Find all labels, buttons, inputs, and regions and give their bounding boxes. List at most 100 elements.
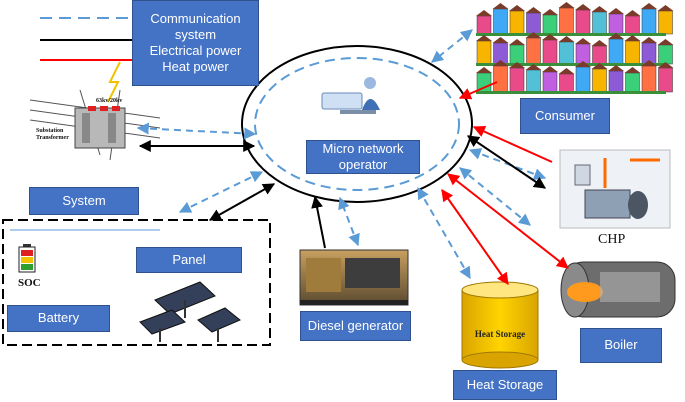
micro-network-ring: [241, 45, 473, 203]
soc-text: SOC: [18, 277, 41, 289]
house-shape: [542, 14, 558, 35]
solar-panels-image: [139, 281, 241, 342]
house-shape: [526, 12, 541, 35]
house-roof: [624, 35, 641, 41]
house-roof: [558, 68, 575, 74]
house-shape: [509, 44, 525, 65]
house-shape: [625, 15, 640, 35]
substation-text: Substation Transformer: [36, 128, 69, 141]
house-shape: [575, 9, 591, 35]
house-shape: [641, 8, 657, 35]
house-shape: [575, 66, 591, 93]
house-shape: [592, 68, 607, 93]
house-roof: [558, 36, 575, 42]
house-roof: [624, 10, 641, 16]
house-shape: [592, 11, 607, 35]
house-roof: [591, 63, 608, 69]
diesel-generator-image: [299, 249, 409, 306]
house-roof: [624, 67, 641, 73]
house-roof: [591, 40, 608, 46]
system-label: System: [29, 187, 139, 215]
house-shape: [658, 67, 673, 93]
house-roof: [509, 5, 525, 11]
panel-label: Panel: [136, 247, 242, 273]
house-shape: [608, 70, 624, 93]
legend-lines: [40, 17, 135, 61]
house-shape: [658, 10, 673, 35]
legend-heat: Heat power: [162, 59, 229, 75]
voltage-text: 63kv/20kv: [96, 98, 123, 104]
house-shape: [526, 37, 541, 65]
house-shape: [493, 8, 508, 35]
house-shape: [542, 71, 558, 93]
storage-group-frame: [2, 219, 271, 346]
house-roof: [509, 62, 525, 68]
house-shape: [509, 67, 525, 93]
house-roof: [509, 39, 525, 45]
house-roof: [492, 3, 509, 9]
house-roof: [492, 37, 509, 43]
diesel-generator-label: Diesel generator: [300, 311, 411, 341]
house-shape: [476, 15, 492, 35]
grass-strip: [476, 91, 666, 94]
house-roof: [608, 65, 624, 71]
house-shape: [559, 7, 574, 35]
grass-strip: [476, 63, 666, 66]
house-roof: [641, 37, 657, 43]
house-roof: [657, 62, 674, 68]
house-roof: [492, 60, 509, 66]
legend-communication: Communication system: [150, 10, 241, 42]
house-roof: [575, 38, 591, 44]
house-shape: [658, 44, 673, 65]
house-roof: [525, 7, 542, 13]
house-shape: [559, 41, 574, 65]
house-shape: [625, 72, 640, 93]
legend-electrical: Electrical power: [149, 43, 242, 58]
grass-strip: [476, 33, 666, 36]
heat-links: [441, 81, 569, 285]
house-shape: [493, 65, 508, 93]
house-roof: [657, 5, 674, 11]
micro-network-operator-label: Micro network operator: [306, 140, 420, 174]
house-roof: [575, 61, 591, 67]
house-shape: [608, 38, 624, 65]
battery-icon: [18, 244, 36, 273]
house-shape: [476, 40, 492, 65]
consumer-houses-image: [476, 2, 674, 94]
boiler-image: [560, 261, 676, 318]
operator-computer-icon: [321, 77, 380, 114]
house-roof: [608, 33, 624, 39]
house-roof: [525, 64, 542, 70]
consumer-label: Consumer: [520, 98, 610, 134]
house-roof: [525, 32, 542, 38]
boiler-label: Boiler: [580, 328, 662, 363]
heat-storage-tank-text: Heat Storage: [474, 329, 526, 339]
battery-label: Battery: [7, 305, 110, 332]
house-roof: [641, 60, 657, 66]
house-roof: [608, 8, 624, 14]
house-roof: [542, 34, 558, 40]
house-roof: [476, 67, 492, 73]
legend-box: Communication system Electrical power He…: [132, 0, 259, 86]
house-shape: [592, 45, 607, 65]
heat-storage-tank-image: [461, 281, 539, 369]
house-roof: [542, 9, 558, 15]
house-shape: [641, 65, 657, 93]
house-shape: [559, 73, 574, 93]
house-shape: [509, 10, 525, 35]
house-roof: [542, 66, 558, 72]
house-shape: [542, 39, 558, 65]
house-shape: [526, 69, 541, 93]
house-shape: [608, 13, 624, 35]
house-roof: [657, 39, 674, 45]
house-roof: [641, 3, 657, 9]
house-roof: [591, 6, 608, 12]
house-shape: [625, 40, 640, 65]
chp-text: CHP: [598, 232, 626, 247]
house-roof: [476, 35, 492, 41]
house-roof: [476, 10, 492, 16]
chp-plant-image: [559, 149, 671, 229]
house-roof: [558, 2, 575, 8]
